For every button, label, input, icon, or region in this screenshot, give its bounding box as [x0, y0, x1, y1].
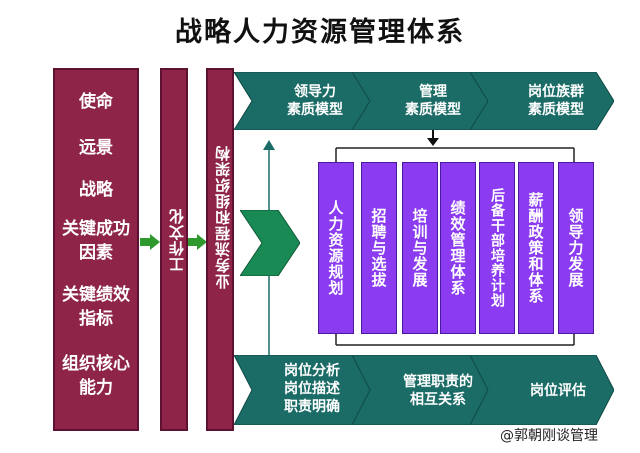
box-succession: 后备干部培养计划: [479, 162, 515, 334]
work-culture-bar: 工作文化: [160, 68, 188, 431]
top-bracket: [335, 147, 575, 162]
top-label-leadership-model: 领导力 素质模型: [287, 84, 343, 118]
box-hr-planning: 人力资源规划: [318, 162, 354, 334]
left-item-kpi: 关键绩效 指标: [62, 285, 130, 329]
bottom-bracket: [335, 333, 575, 346]
left-item-mission: 使命: [79, 92, 113, 112]
process-org-label: 业务流程和组织架构: [214, 145, 232, 289]
top-label-management-model: 管理 素质模型: [405, 84, 461, 118]
box-performance: 绩效管理体系: [440, 162, 476, 334]
process-org-bar: 业务流程和组织架构: [206, 68, 234, 431]
bottom-label-job-analysis: 岗位分析 岗位描述 职责明确: [284, 363, 340, 415]
left-item-strategy: 战略: [79, 180, 113, 200]
strategy-column: 使命 远景 战略 关键成功 因素 关键绩效 指标 组织核心 能力: [53, 68, 139, 431]
bottom-teal-row: [234, 355, 614, 425]
arrow-to-culture-icon: [140, 234, 160, 250]
bottom-label-job-evaluation: 岗位评估: [530, 383, 586, 399]
left-item-core-capability: 组织核心 能力: [62, 354, 130, 398]
box-compensation: 薪酬政策和体系: [518, 162, 554, 334]
left-item-key-success-factors: 关键成功 因素: [62, 219, 130, 263]
green-chevron-icon: [240, 210, 300, 276]
left-item-vision: 远景: [79, 138, 113, 158]
bottom-label-management-relations: 管理职责的 相互关系: [403, 374, 473, 408]
arrow-to-process-icon: [187, 234, 207, 250]
work-culture-label: 工作文化: [168, 208, 186, 272]
top-label-job-family-model: 岗位族群 素质模型: [528, 84, 584, 118]
down-arrow-icon: [427, 130, 439, 146]
top-teal-row: [234, 72, 614, 130]
box-training: 培训与发展: [402, 162, 438, 334]
box-leadership-dev: 领导力发展: [558, 162, 594, 334]
box-recruitment: 招聘与选拔: [361, 162, 397, 334]
watermark: @郭朝刚谈管理: [500, 428, 598, 444]
page-title: 战略人力资源管理体系: [175, 17, 465, 48]
